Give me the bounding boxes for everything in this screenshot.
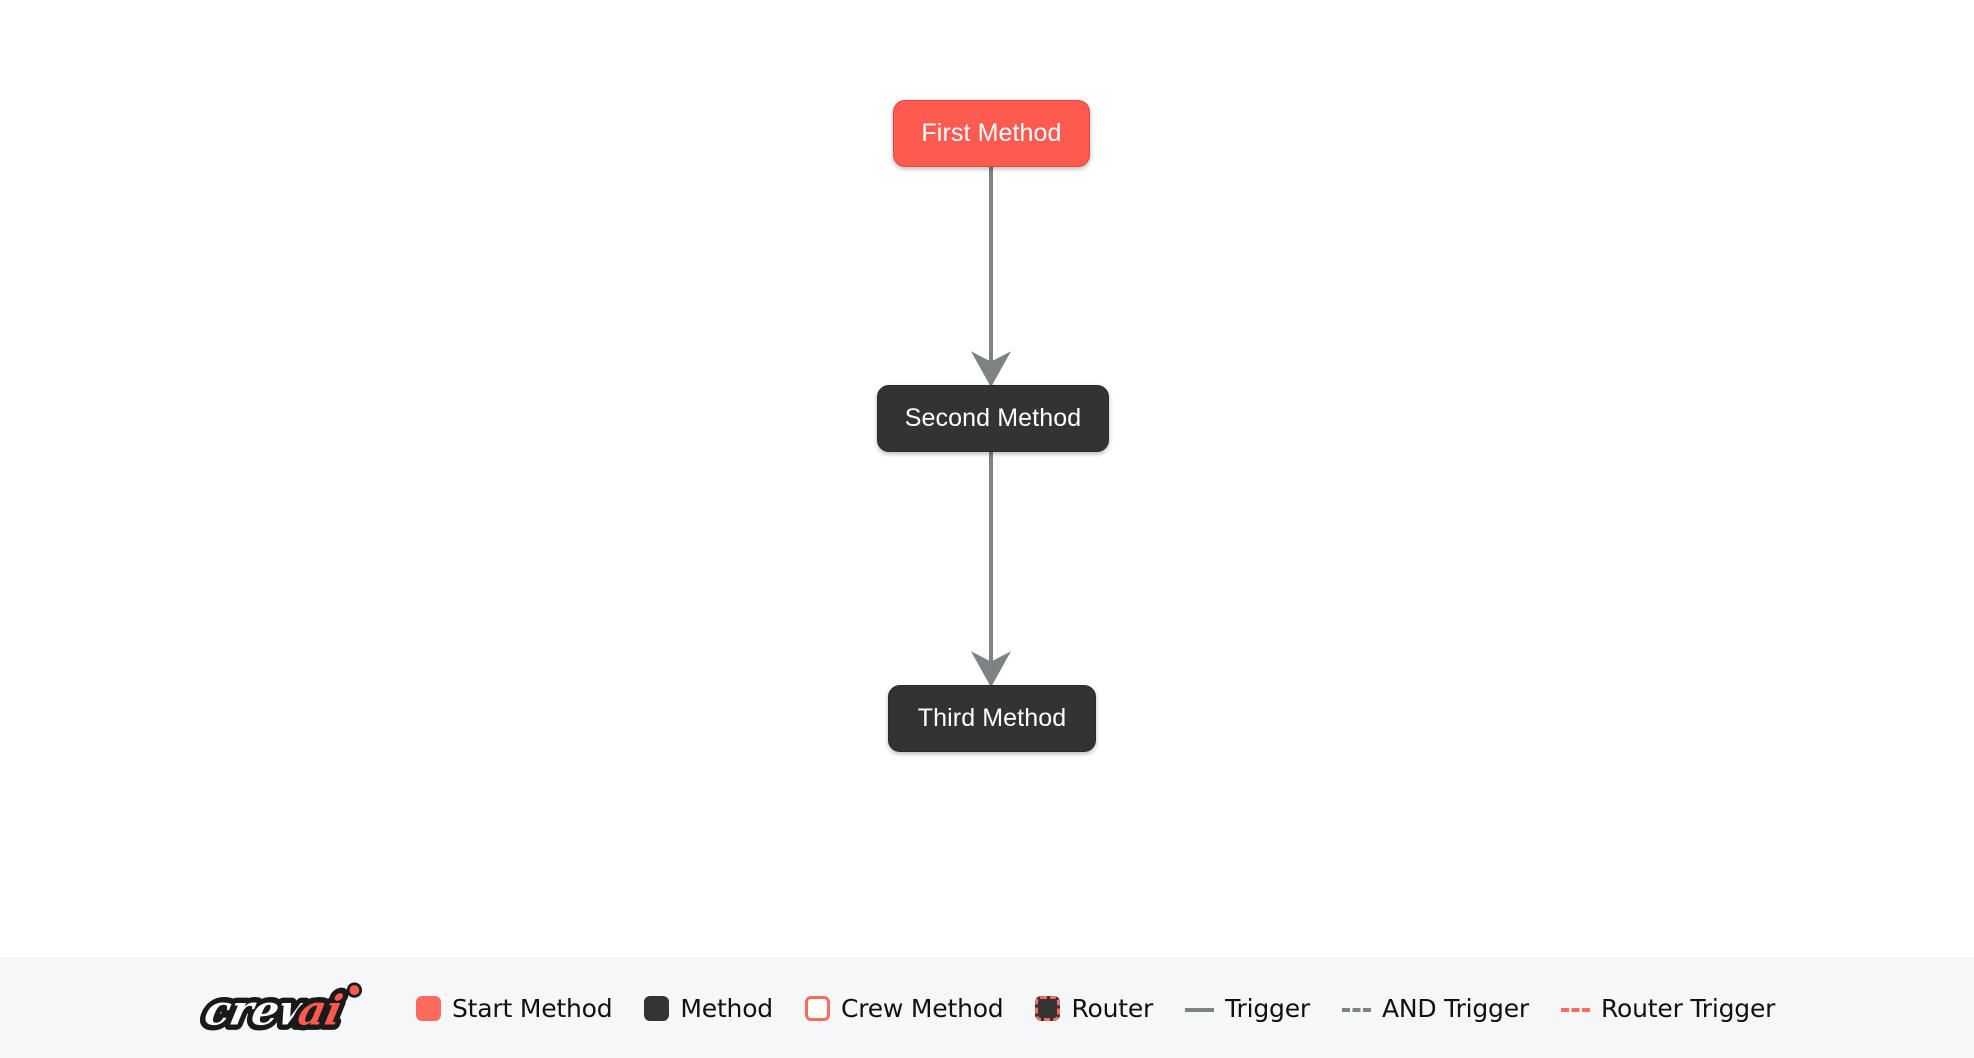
start-method-swatch-icon [416, 996, 441, 1021]
node-third-method[interactable]: Third Method [888, 685, 1096, 752]
svg-text:ai: ai [294, 985, 347, 1033]
crew-method-swatch-icon [804, 996, 830, 1021]
legend-item-start-method: Start Method [416, 994, 613, 1023]
legend-label: Method [680, 994, 773, 1023]
legend-label: Trigger [1225, 994, 1310, 1023]
legend-label: Router [1071, 994, 1154, 1023]
and-trigger-line-icon [1341, 1007, 1371, 1012]
crewai-logo: crew crew ai ai [196, 980, 363, 1039]
legend-item-method: Method [644, 994, 773, 1023]
method-swatch-icon [644, 996, 670, 1021]
legend-label: Start Method [452, 994, 613, 1023]
flow-canvas[interactable]: First Method Second Method Third Method [0, 0, 1974, 958]
legend-label: Router Trigger [1601, 994, 1776, 1023]
router-trigger-line-icon [1561, 1007, 1590, 1012]
svg-text:crew: crew [201, 985, 322, 1033]
legend-bar: crew crew ai ai Start Method Method Crew… [0, 958, 1974, 1058]
node-label: First Method [921, 119, 1062, 147]
trigger-line-icon [1185, 1007, 1215, 1012]
legend-item-crew-method: Crew Method [804, 994, 1004, 1023]
node-label: Second Method [904, 404, 1082, 432]
legend-item-and-trigger: AND Trigger [1341, 994, 1529, 1023]
router-swatch-icon [1035, 996, 1061, 1021]
legend-label: Crew Method [840, 994, 1004, 1023]
svg-text:crew: crew [201, 985, 322, 1033]
legend-item-router: Router [1035, 994, 1153, 1023]
legend-item-trigger: Trigger [1185, 994, 1310, 1023]
node-first-method[interactable]: First Method [893, 100, 1090, 167]
legend-item-router-trigger: Router Trigger [1561, 994, 1775, 1023]
legend-label: AND Trigger [1381, 994, 1529, 1023]
node-second-method[interactable]: Second Method [877, 385, 1109, 452]
node-label: Third Method [917, 704, 1067, 732]
